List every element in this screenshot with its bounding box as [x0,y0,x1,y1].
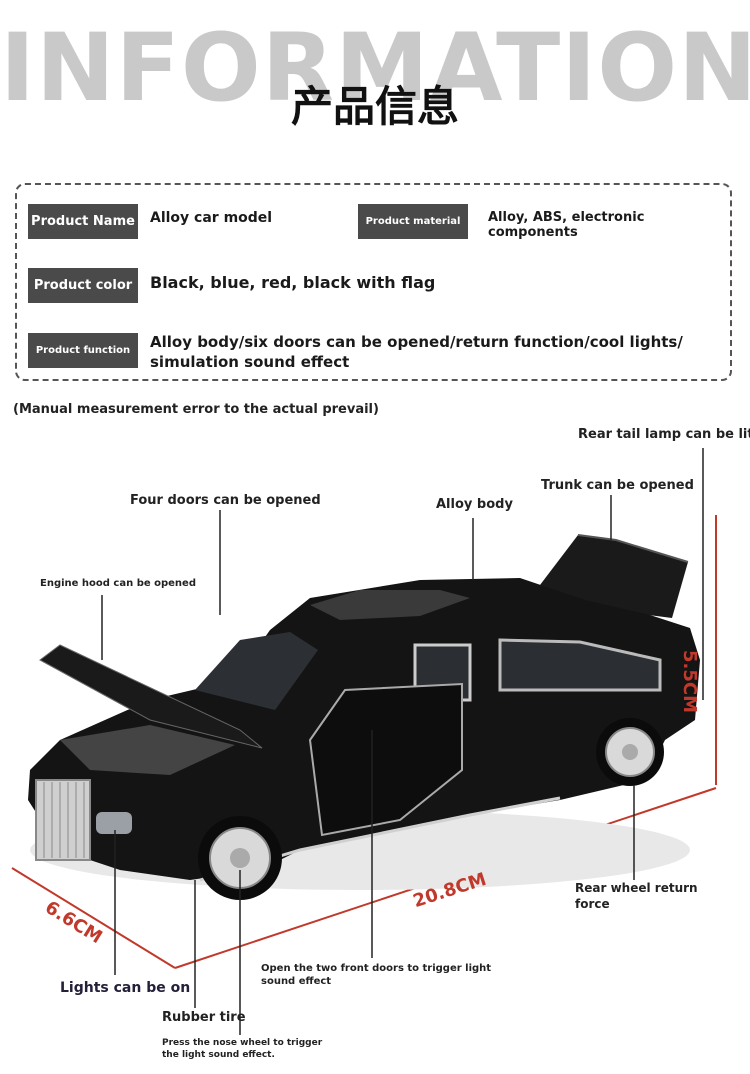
label-front-doors-light: Open the two front doors to trigger ligh… [261,963,492,974]
label-rear-wheel-line2: force [575,897,610,911]
product-function-tag: Product function [28,333,138,368]
front-door-open [308,682,463,837]
engine-hood [39,644,263,749]
engine-bay [60,725,235,775]
label-rear-wheel: Rear wheel return [575,881,698,895]
product-color-tag: Product color [28,268,138,303]
label-rear-tail-lamp: Rear tail lamp can be lit [578,427,750,442]
product-material-value: Alloy, ABS, electronic components [488,210,645,240]
windshield [195,632,318,710]
label-engine-hood: Engine hood can be opened [40,578,196,589]
trunk-lid [540,535,688,618]
label-rubber-tire: Rubber tire [162,1010,246,1025]
label-nose-wheel: Press the nose wheel to trigger [162,1038,323,1048]
label-front-doors-light-line2: sound effect [261,976,332,987]
page-title: 产品信息 [290,82,459,131]
background-title: INFORMATION [0,14,750,123]
front-grille [35,779,91,861]
product-name-value: Alloy car model [150,210,273,226]
label-nose-wheel-line2: the light sound effect. [162,1050,275,1060]
product-function-value-line2: simulation sound effect [150,353,350,371]
rear-wheel [596,718,664,786]
side-window-rear [498,638,662,692]
label-lights: Lights can be on [60,980,191,996]
measurement-note: (Manual measurement error to the actual … [13,402,379,417]
product-material-tag: Product material [358,204,468,239]
dimension-height: 5.5CM [679,650,700,714]
front-wheel [198,816,282,900]
product-info-box: Product Name Alloy car model Product mat… [15,183,732,381]
label-four-doors: Four doors can be opened [130,493,321,508]
product-color-value: Black, blue, red, black with flag [150,273,436,292]
product-name-tag: Product Name [28,204,138,239]
label-trunk: Trunk can be opened [541,478,694,493]
label-alloy-body: Alloy body [436,497,513,512]
product-function-value-line1: Alloy body/six doors can be opened/retur… [150,333,683,351]
sunroof [310,590,470,620]
callout-lines [101,448,704,1035]
headlight [96,812,132,834]
